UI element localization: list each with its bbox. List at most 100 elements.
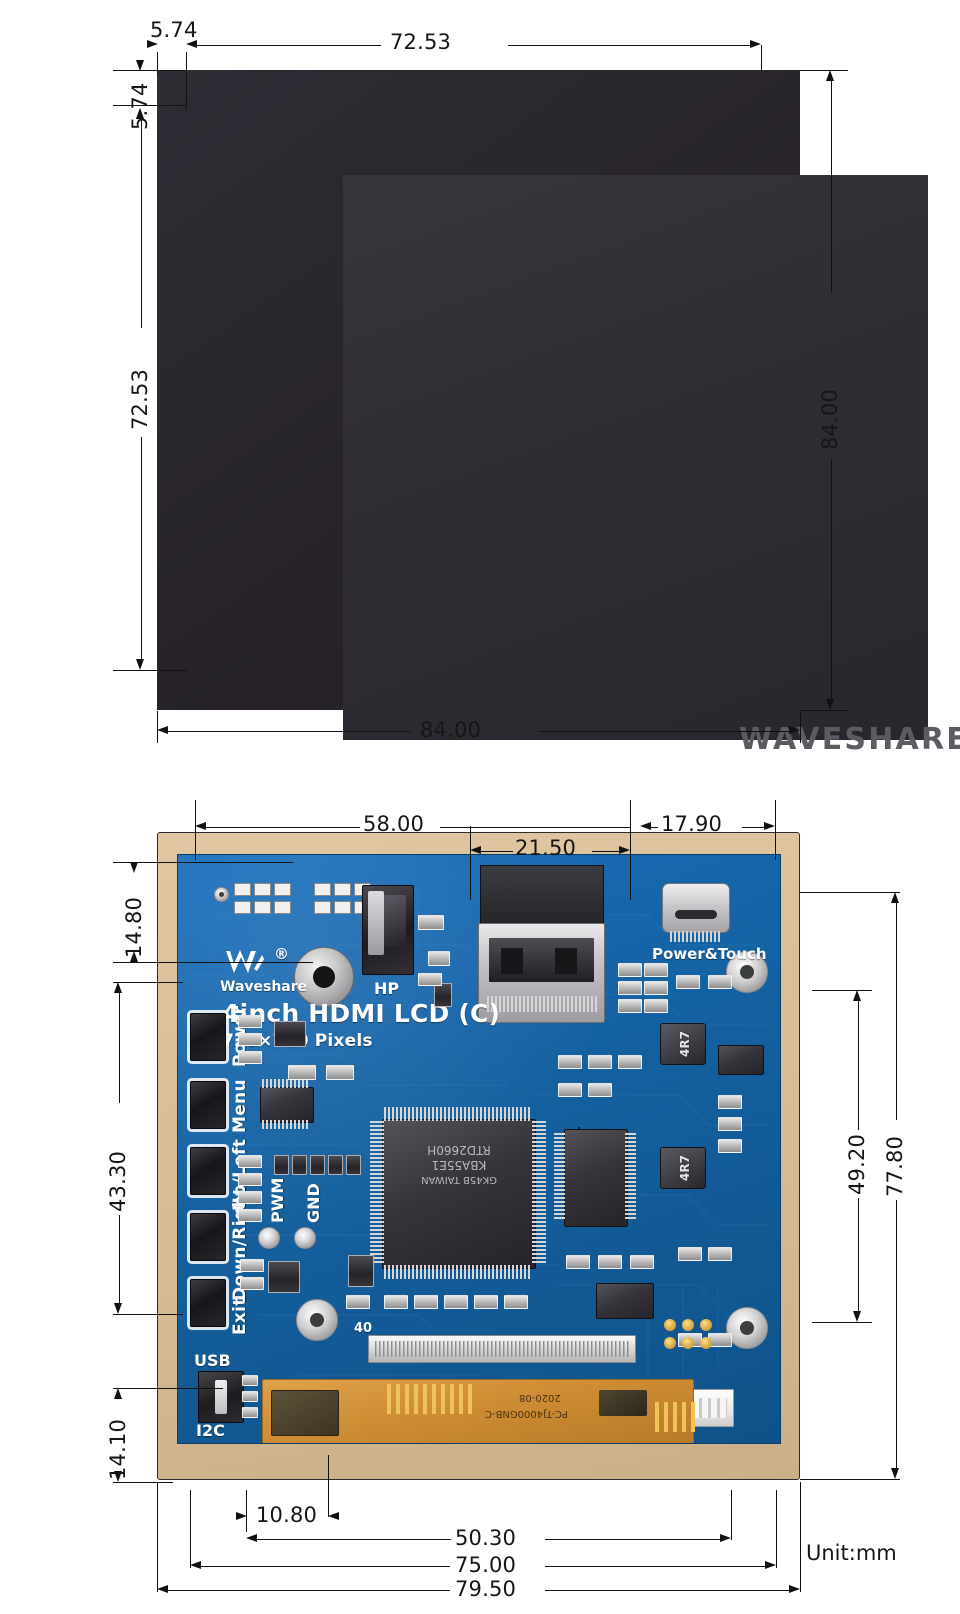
test-pad-gold bbox=[682, 1337, 694, 1349]
smd-component bbox=[240, 1277, 264, 1290]
test-pad-gold bbox=[664, 1337, 676, 1349]
smd-component bbox=[718, 1117, 742, 1131]
ext-line-bv-8 bbox=[113, 1314, 183, 1315]
button-exit[interactable] bbox=[190, 1279, 226, 1327]
ext-line-tv-2 bbox=[186, 52, 187, 110]
arrow-bv-1790-left bbox=[640, 822, 651, 830]
dimline-tv-7253v-a bbox=[141, 118, 142, 328]
hp-connector-lever bbox=[384, 895, 406, 947]
smd-component bbox=[718, 1139, 742, 1153]
smd-component bbox=[292, 1155, 307, 1175]
arrow-bv-1410-top bbox=[114, 1388, 122, 1399]
flex-date-code: 2020-08 bbox=[519, 1392, 561, 1403]
smd-component bbox=[434, 983, 452, 1007]
ext-line-bv-21 bbox=[800, 1482, 801, 1592]
smd-component bbox=[418, 973, 442, 986]
smd-component bbox=[346, 1295, 370, 1309]
smd-component bbox=[598, 1255, 622, 1269]
smd-component bbox=[238, 1173, 262, 1186]
dimline-tv-84h-b bbox=[540, 731, 790, 732]
ext-line-tv-6 bbox=[113, 670, 187, 671]
smd-component bbox=[444, 1295, 468, 1309]
via-marker bbox=[214, 887, 229, 902]
smd-component bbox=[240, 1259, 264, 1272]
usb-c-connector bbox=[662, 883, 730, 933]
ext-line-bv-14 bbox=[800, 1479, 900, 1480]
waveshare-logo-icon bbox=[226, 950, 264, 973]
waveshare-registered-mark: ® bbox=[274, 945, 289, 963]
hp-label: HP bbox=[374, 979, 400, 998]
dim-bv-4330: 43.30 bbox=[106, 1150, 130, 1212]
dimline-bv-7780-a bbox=[896, 902, 897, 1120]
pcb-board: ® Waveshare HP Power&Touch 4inch HDMI LC… bbox=[177, 854, 781, 1444]
smd-component bbox=[238, 1015, 262, 1028]
test-pad-gold bbox=[664, 1319, 676, 1331]
smd-component bbox=[268, 1261, 300, 1293]
dim-bv-7950: 79.50 bbox=[455, 1577, 517, 1601]
dimline-bv-1790-b bbox=[742, 827, 764, 828]
test-pad-gold bbox=[700, 1319, 712, 1331]
pwm-test-pad bbox=[258, 1227, 280, 1249]
ic-pins-right bbox=[532, 1121, 546, 1265]
ext-line-bv-20 bbox=[157, 1482, 158, 1592]
smd-component bbox=[504, 1295, 528, 1309]
small-soic-pins-top bbox=[262, 1079, 310, 1088]
ext-line-bv-16 bbox=[328, 1455, 329, 1517]
arrow-tv-7253v-top bbox=[136, 108, 144, 119]
ext-line-tv-5 bbox=[113, 105, 187, 106]
hdmi-tongue bbox=[501, 948, 523, 974]
button-up-left[interactable] bbox=[190, 1147, 226, 1195]
unit-note: Unit:mm bbox=[806, 1541, 897, 1565]
touch-flex-cable: PC-TJ4000GNB-C 2020-08 bbox=[262, 1379, 699, 1443]
dim-left-top-offset: 5.74 bbox=[128, 82, 152, 130]
flex-part-number: PC-TJ4000GNB-C bbox=[485, 1408, 568, 1419]
dimline-bv-4920-b bbox=[858, 1198, 859, 1311]
ext-line-bv-9 bbox=[113, 1388, 223, 1389]
usb-i2c-slide-switch[interactable] bbox=[198, 1371, 244, 1423]
ext-line-bv-7 bbox=[113, 982, 183, 983]
smd-component bbox=[474, 1295, 498, 1309]
arrow-bv-5030-left bbox=[246, 1534, 257, 1542]
dimline-bv-2150-b bbox=[592, 851, 620, 852]
smd-component bbox=[346, 1155, 361, 1175]
arrow-bv-1790-right bbox=[764, 822, 775, 830]
fpc-pin-count-label: 40 bbox=[354, 1321, 373, 1336]
dim-bv-4920: 49.20 bbox=[845, 1133, 869, 1195]
waveshare-watermark: WAVESHARE bbox=[739, 722, 960, 757]
smd-component bbox=[310, 1155, 325, 1175]
dim-bv-1080: 10.80 bbox=[256, 1503, 318, 1527]
button-menu-label: Menu bbox=[230, 1079, 250, 1133]
ic-pins-bottom bbox=[384, 1265, 532, 1279]
button-power[interactable] bbox=[190, 1013, 226, 1061]
dim-bv-1790: 17.90 bbox=[661, 812, 723, 836]
arrow-bv-1480-top bbox=[130, 862, 138, 873]
ext-line-tv-1 bbox=[157, 52, 158, 74]
smd-component bbox=[678, 1247, 702, 1261]
ext-line-bv-4 bbox=[775, 800, 776, 860]
arrow-tv-84v-bot bbox=[826, 699, 834, 710]
arrow-bv-1410-bot bbox=[114, 1471, 122, 1482]
smd-component bbox=[566, 1255, 590, 1269]
ext-line-tv-10 bbox=[800, 711, 801, 743]
ext-line-bv-6 bbox=[113, 962, 313, 963]
dimline-bv-7500-a bbox=[200, 1566, 450, 1567]
button-menu[interactable] bbox=[190, 1081, 226, 1129]
lcd-active-area bbox=[343, 175, 928, 740]
usb-switch-bottom-label: I2C bbox=[196, 1421, 225, 1440]
dimline-bv-1790-a bbox=[650, 827, 658, 828]
dim-top-left-offset: 5.74 bbox=[150, 18, 198, 42]
dim-bv-7780: 77.80 bbox=[883, 1135, 907, 1197]
smd-component bbox=[708, 1247, 732, 1261]
dimline-bv-7500-b bbox=[545, 1566, 765, 1567]
memory-ic bbox=[564, 1129, 628, 1227]
button-down-right[interactable] bbox=[190, 1213, 226, 1261]
arrow-tv-84v-top bbox=[826, 70, 834, 81]
smd-component bbox=[618, 963, 642, 977]
small-soic-pins-bot bbox=[262, 1120, 310, 1129]
smd-component bbox=[644, 999, 668, 1013]
dimline-bv-58-b bbox=[440, 827, 630, 828]
arrow-bv-4920-top bbox=[853, 990, 861, 1001]
dimline-tv-84v-b bbox=[831, 460, 832, 700]
ic-pins-left bbox=[370, 1121, 384, 1265]
